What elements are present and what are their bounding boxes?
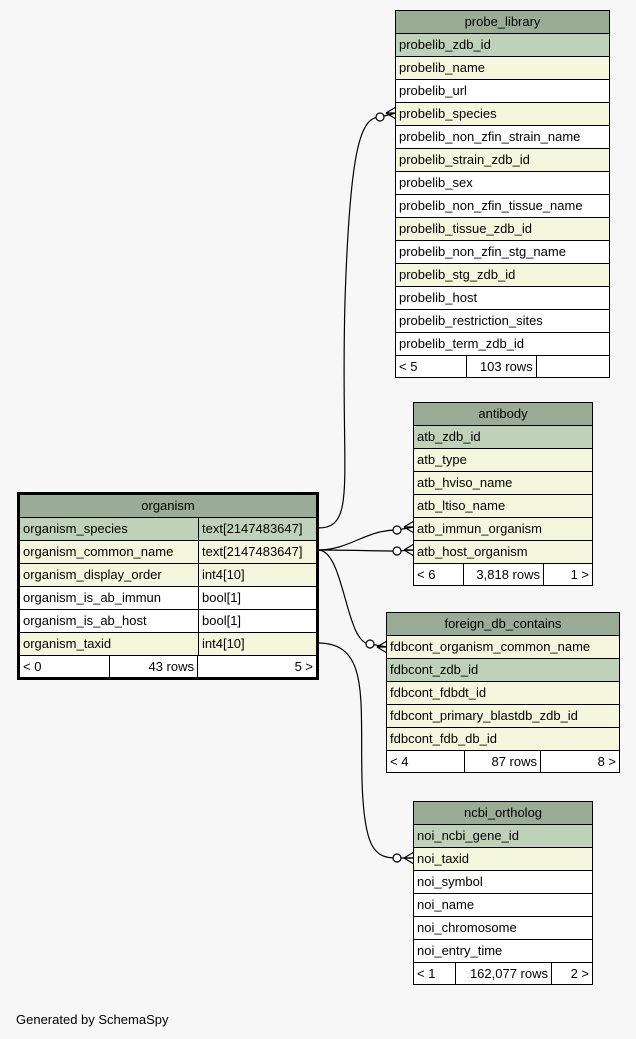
- child-count: [537, 356, 609, 377]
- column-name: organism_display_order: [20, 564, 199, 586]
- column-row[interactable]: fdbcont_primary_blastdb_zdb_id: [387, 705, 619, 728]
- child-count: 1 >: [570, 567, 589, 582]
- generated-by-label: Generated by SchemaSpy: [16, 1012, 169, 1027]
- column-name: organism_common_name: [20, 541, 199, 563]
- table-title[interactable]: foreign_db_contains: [387, 613, 619, 636]
- edge-end-circle: [375, 112, 385, 122]
- row-count: 87 rows: [465, 751, 541, 772]
- column-row[interactable]: noi_name: [414, 894, 592, 917]
- parent-count: < 6: [414, 564, 464, 585]
- table-title[interactable]: organism: [20, 495, 316, 518]
- column-type: bool[1]: [202, 590, 242, 605]
- crows-foot: [403, 543, 415, 557]
- table-title[interactable]: probe_library: [396, 11, 609, 34]
- column-name: organism_species: [20, 518, 199, 540]
- column-row[interactable]: noi_symbol: [414, 871, 592, 894]
- column-row[interactable]: noi_taxid: [414, 848, 592, 871]
- column-row[interactable]: atb_hviso_name: [414, 472, 592, 495]
- table-title[interactable]: antibody: [414, 403, 592, 426]
- edge-organism-probe-library: [317, 112, 397, 529]
- row-count: 103 rows: [467, 356, 537, 377]
- edge-end-circle: [392, 853, 402, 863]
- crows-foot: [376, 640, 388, 654]
- column-row[interactable]: probelib_term_zdb_id: [396, 333, 609, 356]
- column-row[interactable]: probelib_zdb_id: [396, 34, 609, 57]
- row-count: 162,077 rows: [456, 963, 552, 984]
- table-title[interactable]: ncbi_ortholog: [414, 802, 592, 825]
- column-name: organism_taxid: [20, 633, 199, 655]
- column-row[interactable]: atb_host_organism: [414, 541, 592, 564]
- column-row[interactable]: probelib_non_zfin_stg_name: [396, 241, 609, 264]
- edge-end-circle: [392, 525, 402, 535]
- column-row[interactable]: atb_immun_organism: [414, 518, 592, 541]
- parent-count: < 4: [387, 751, 465, 772]
- column-row[interactable]: probelib_tissue_zdb_id: [396, 218, 609, 241]
- column-type: text[2147483647]: [202, 544, 303, 559]
- parent-count: < 5: [396, 356, 468, 377]
- column-row[interactable]: probelib_host: [396, 287, 609, 310]
- column-row[interactable]: probelib_name: [396, 57, 609, 80]
- column-row[interactable]: probelib_url: [396, 80, 609, 103]
- column-row[interactable]: probelib_species: [396, 103, 609, 126]
- column-row[interactable]: probelib_non_zfin_tissue_name: [396, 195, 609, 218]
- column-row[interactable]: atb_zdb_id: [414, 426, 592, 449]
- column-row[interactable]: probelib_strain_zdb_id: [396, 149, 609, 172]
- column-row[interactable]: atb_type: [414, 449, 592, 472]
- column-row[interactable]: fdbcont_fdb_db_id: [387, 728, 619, 751]
- column-row[interactable]: noi_entry_time: [414, 940, 592, 963]
- crows-foot: [403, 520, 415, 534]
- column-row[interactable]: probelib_stg_zdb_id: [396, 264, 609, 287]
- column-type: text[2147483647]: [202, 521, 303, 536]
- column-name: organism_is_ab_immun: [20, 587, 199, 609]
- column-row[interactable]: probelib_non_zfin_strain_name: [396, 126, 609, 149]
- parent-count: < 1: [414, 963, 456, 984]
- edge-end-circle: [392, 546, 402, 556]
- column-name: organism_is_ab_host: [20, 610, 199, 632]
- column-type: int4[10]: [202, 567, 245, 582]
- column-type: int4[10]: [202, 636, 245, 651]
- column-row[interactable]: atb_ltiso_name: [414, 495, 592, 518]
- child-count: 2 >: [570, 966, 589, 981]
- column-row[interactable]: noi_ncbi_gene_id: [414, 825, 592, 848]
- row-count: 43 rows: [110, 656, 198, 677]
- edge-end-circle: [365, 639, 375, 649]
- row-count: 3,818 rows: [464, 564, 544, 585]
- crows-foot: [403, 851, 415, 865]
- child-count: 5 >: [294, 659, 313, 674]
- column-row[interactable]: probelib_sex: [396, 172, 609, 195]
- edge-organism-ncbi-ortholog: [317, 642, 414, 859]
- edge-organism-foreign-db: [317, 549, 388, 648]
- crows-foot: [385, 106, 397, 120]
- column-row[interactable]: fdbcont_organism_common_name: [387, 636, 619, 659]
- column-type: bool[1]: [202, 613, 242, 628]
- column-row[interactable]: fdbcont_zdb_id: [387, 659, 619, 682]
- column-row[interactable]: probelib_restriction_sites: [396, 310, 609, 333]
- column-row[interactable]: fdbcont_fdbdt_id: [387, 682, 619, 705]
- column-row[interactable]: noi_chromosome: [414, 917, 592, 940]
- parent-count: < 0: [20, 656, 110, 677]
- child-count: 8 >: [597, 754, 616, 769]
